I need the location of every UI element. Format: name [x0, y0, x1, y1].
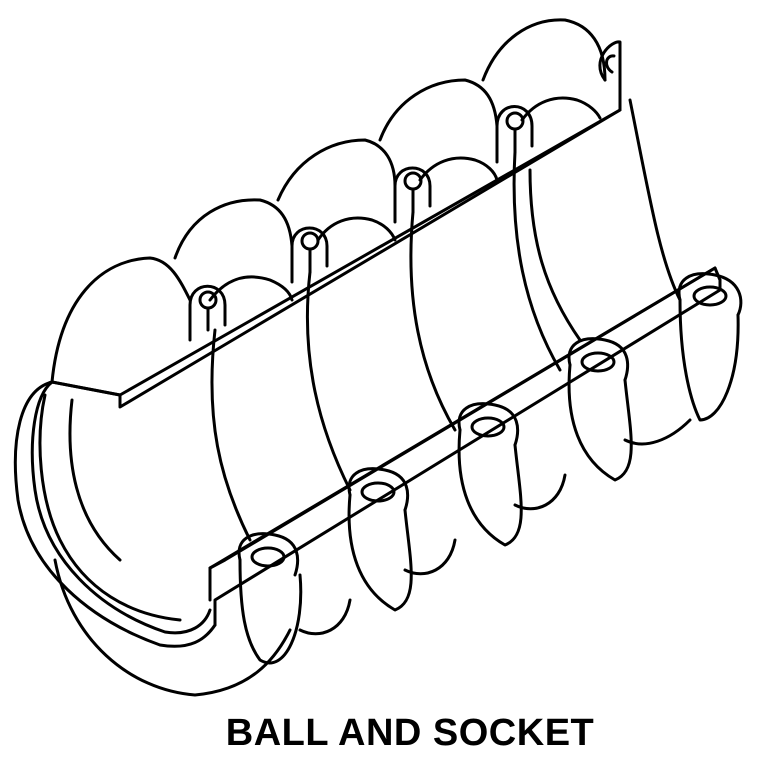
lower-bodies: [298, 418, 692, 636]
ball-and-socket-drawing: [13, 18, 743, 697]
lower-socket-3: [457, 402, 523, 547]
lower-socket-4: [567, 337, 633, 482]
lower-rail: [208, 266, 722, 627]
lower-socket-2: [347, 467, 413, 612]
segment-bodies: [68, 98, 682, 562]
lower-socket-1: [237, 532, 303, 665]
segment-arches: [50, 18, 607, 384]
upper-knuckle-1: [188, 284, 227, 342]
upper-rail: [50, 96, 622, 409]
figure-caption: BALL AND SOCKET: [225, 712, 595, 754]
front-ring: [13, 380, 292, 697]
lower-socket-5: [677, 272, 743, 422]
upper-end-cap: [598, 40, 622, 100]
